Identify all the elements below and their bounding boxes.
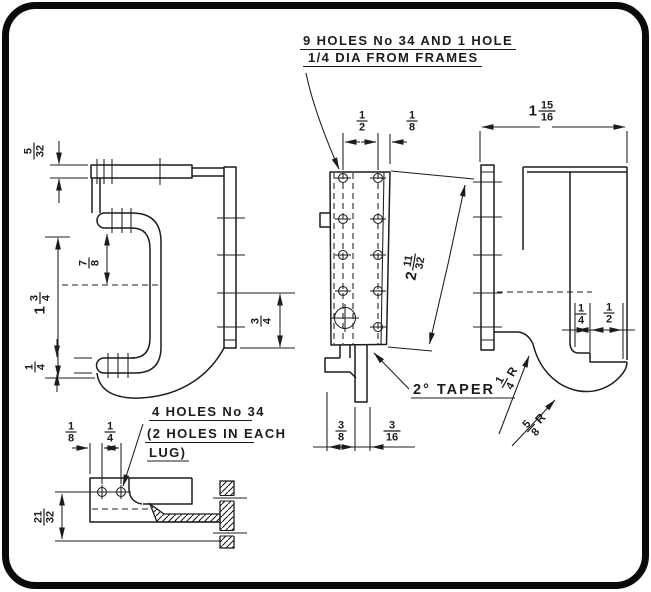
front-view: 1 2 1 8 2 11 32 [313,110,515,451]
svg-text:8: 8 [529,426,542,439]
lug-holes [93,485,131,499]
section-hatch [148,502,221,523]
dim-foot: 3 8 3 16 [313,392,415,451]
svg-text:R: R [504,364,521,379]
svg-text:1: 1 [24,364,36,370]
svg-text:2: 2 [402,270,420,281]
svg-text:1: 1 [606,302,612,314]
svg-text:3: 3 [250,318,262,324]
svg-text:1: 1 [578,303,584,315]
lug-note-line1: 4 HOLES No 34 [152,404,265,419]
svg-text:32: 32 [45,511,57,523]
svg-text:2: 2 [359,122,365,134]
svg-text:4: 4 [578,315,585,327]
svg-text:4: 4 [107,433,114,445]
svg-text:8: 8 [409,122,415,134]
holes-note-line1: 9 HOLES No 34 AND 1 HOLE [303,33,513,48]
svg-text:1: 1 [529,103,537,120]
svg-text:4: 4 [41,294,53,301]
svg-text:2: 2 [606,314,612,326]
holes-annotation: 9 HOLES No 34 AND 1 HOLE 1/4 DIA FROM FR… [300,33,516,170]
frame-plate-section [219,480,235,549]
dim-lug-to-center: 7 8 [78,233,110,285]
dim-overall-height: 1 3 4 [29,236,95,379]
dim-taper-face: 2 11 32 [387,170,475,352]
lug-note-line2: (2 HOLES IN EACH [147,426,286,441]
bottom-section-view: 21 32 1 8 1 4 4 HOLES No 34 [33,404,286,549]
svg-text:3: 3 [29,295,41,301]
svg-text:1: 1 [494,375,507,386]
svg-text:16: 16 [541,112,553,124]
svg-text:1: 1 [32,306,49,314]
taper-note: 2° TAPER [413,382,495,398]
svg-text:5: 5 [23,148,35,154]
dim-bulge-radius: 5 8 R [511,399,556,447]
svg-text:7: 7 [78,260,90,266]
end-view: 1 15 16 1 4 1 2 [473,100,635,447]
svg-text:15: 15 [541,100,553,112]
svg-text:21: 21 [33,511,45,523]
svg-text:32: 32 [35,145,47,157]
lug-holes-annotation: 4 HOLES No 34 (2 HOLES IN EACH LUG) [122,404,286,487]
svg-text:1: 1 [107,421,113,433]
rivet-holes [331,172,386,333]
svg-text:4: 4 [262,317,274,324]
dim-overall-depth: 1 15 16 [479,100,628,163]
lug-note-line3: LUG) [149,445,186,460]
dim-plate-tail: 3 4 [240,293,295,349]
svg-text:3: 3 [389,420,395,432]
svg-text:8: 8 [68,433,74,445]
dim-hole-cols: 1 2 1 8 [342,110,418,170]
svg-text:32: 32 [413,256,427,270]
dim-section-height: 21 32 [33,491,222,542]
svg-text:1: 1 [359,110,365,122]
svg-text:11: 11 [402,254,416,268]
dim-lug-holes: 1 8 1 4 [65,421,122,484]
dim-bar-thickness: 5 32 [23,141,88,203]
svg-text:8: 8 [90,260,102,266]
svg-text:1: 1 [68,421,74,433]
holes-note-line2: 1/4 DIA FROM FRAMES [308,50,479,65]
svg-text:16: 16 [386,432,398,444]
svg-text:8: 8 [338,432,344,444]
svg-text:1: 1 [409,110,415,122]
taper-annotation: 2° TAPER [373,352,515,399]
dim-lug-thickness: 1 4 [24,339,92,392]
side-view: 5 32 1 3 4 7 8 [23,141,295,399]
svg-text:4: 4 [36,363,48,370]
svg-text:3: 3 [338,420,344,432]
dim-notch: 1 4 1 2 [562,302,635,359]
